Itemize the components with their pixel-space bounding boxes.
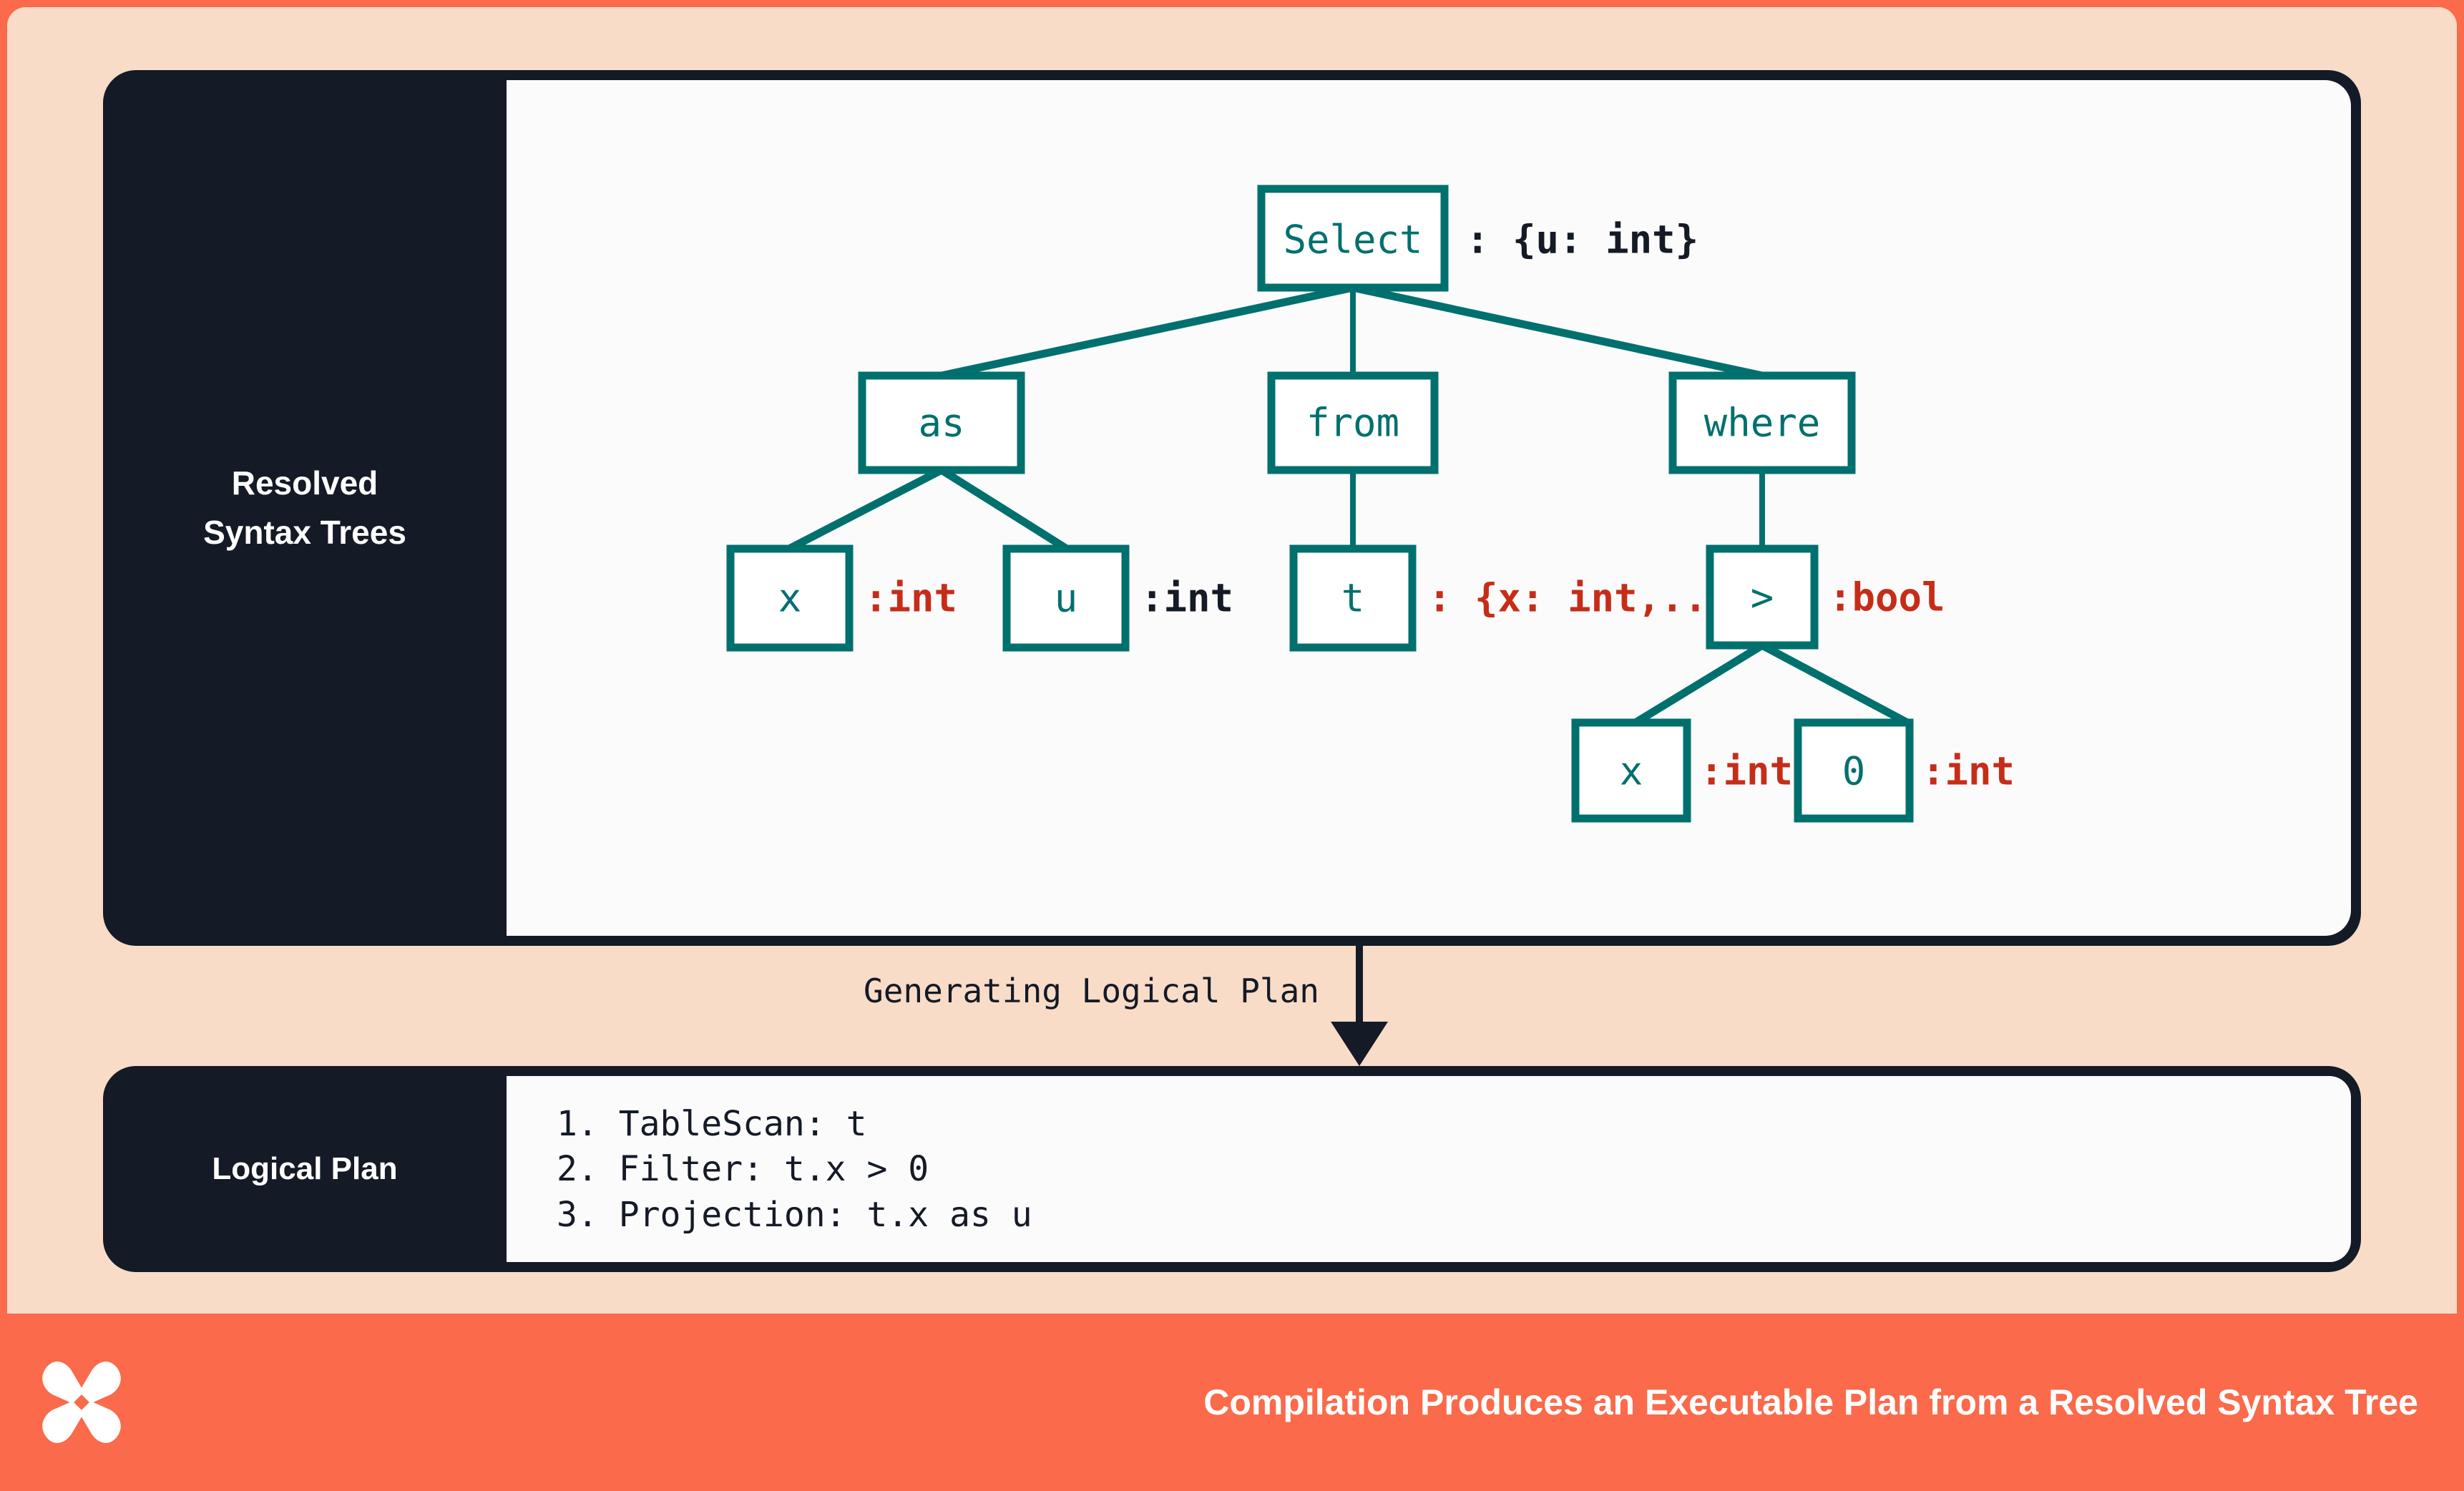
node-where: where <box>1668 371 1856 474</box>
node-gt-zero-label: 0 <box>1842 749 1866 794</box>
edge-as-x <box>787 466 944 552</box>
node-gt-annotation: :bool <box>1829 575 1945 620</box>
node-gt-zero-box <box>1794 718 1914 823</box>
node-from-t: t : {x: int,...} <box>1289 544 1754 652</box>
node-select: Select : {u: int} <box>1257 185 1698 292</box>
footer-banner: Compilation Produces an Executable Plan … <box>0 1314 2464 1491</box>
logical-plan-label: Logical Plan <box>212 1151 398 1186</box>
node-gt-x-annotation: :int <box>1700 749 1793 794</box>
node-from-label: from <box>1306 401 1399 446</box>
node-as-x: x :int <box>726 544 957 652</box>
node-gt-box <box>1706 544 1819 650</box>
node-as-x-label: x <box>778 576 802 621</box>
node-gt-x: x :int <box>1571 718 1793 823</box>
node-from-t-box <box>1289 544 1417 652</box>
list-item: 1. TableScan: t <box>557 1104 867 1144</box>
resolved-syntax-trees-label: Resolved Syntax Trees <box>103 70 507 946</box>
node-as-x-box <box>726 544 854 652</box>
logical-plan-body: 1. TableScan: t 2. Filter: t.x > 0 3. Pr… <box>507 1076 2351 1262</box>
edge-as-u <box>939 466 1069 552</box>
node-gt-x-box <box>1571 718 1691 823</box>
node-from-t-label: t <box>1341 576 1365 621</box>
panel-label-line-1: Resolved <box>231 464 378 502</box>
down-arrow-icon <box>1331 946 1388 1066</box>
node-select-annotation: : {u: int} <box>1466 217 1698 263</box>
syntax-tree-canvas: Select : {u: int} as from where <box>507 80 2351 936</box>
logical-plan-steps: 1. TableScan: t 2. Filter: t.x > 0 3. Pr… <box>557 1102 1032 1238</box>
node-gt-label: > <box>1751 575 1774 620</box>
list-item: 2. Filter: t.x > 0 <box>557 1149 929 1190</box>
node-from: from <box>1267 371 1439 474</box>
node-as: as <box>858 371 1025 474</box>
logical-plan-panel: Logical Plan 1. TableScan: t 2. Filter: … <box>103 1066 2361 1272</box>
node-as-x-annotation: :int <box>864 576 957 621</box>
edge-gt-zero <box>1760 642 1910 726</box>
edge-gt-x <box>1633 642 1764 726</box>
node-as-u: u :int <box>1002 544 1233 652</box>
butterfly-x-logo-icon <box>42 1362 121 1443</box>
node-as-u-annotation: :int <box>1140 576 1233 621</box>
node-as-u-box <box>1002 544 1130 652</box>
node-select-label: Select <box>1283 217 1422 263</box>
node-gt-x-label: x <box>1620 749 1643 794</box>
node-from-t-annotation: : {x: int,...} <box>1428 576 1754 621</box>
node-where-box <box>1668 371 1856 474</box>
list-item: 3. Projection: t.x as u <box>557 1194 1032 1235</box>
footer-caption: Compilation Produces an Executable Plan … <box>1203 1382 2418 1422</box>
node-where-label: where <box>1704 401 1821 446</box>
panel-label-line-2: Syntax Trees <box>203 514 406 551</box>
node-from-box <box>1267 371 1439 474</box>
node-as-label: as <box>918 401 964 446</box>
node-gt-zero-annotation: :int <box>1922 749 2015 794</box>
node-gt: > :bool <box>1706 544 1945 650</box>
connector-label: Generating Logical Plan <box>864 972 1319 1010</box>
node-select-box <box>1257 185 1449 292</box>
node-gt-zero: 0 :int <box>1794 718 2015 823</box>
edge-select-as <box>940 283 1354 380</box>
resolved-syntax-trees-panel: Resolved Syntax Trees <box>103 70 2361 946</box>
edge-select-where <box>1351 283 1764 380</box>
node-as-box <box>858 371 1025 474</box>
syntax-tree-graphic: Select : {u: int} as from where <box>726 185 2015 823</box>
node-as-u-label: u <box>1055 576 1078 621</box>
generating-logical-plan-connector: Generating Logical Plan <box>103 946 2361 1066</box>
